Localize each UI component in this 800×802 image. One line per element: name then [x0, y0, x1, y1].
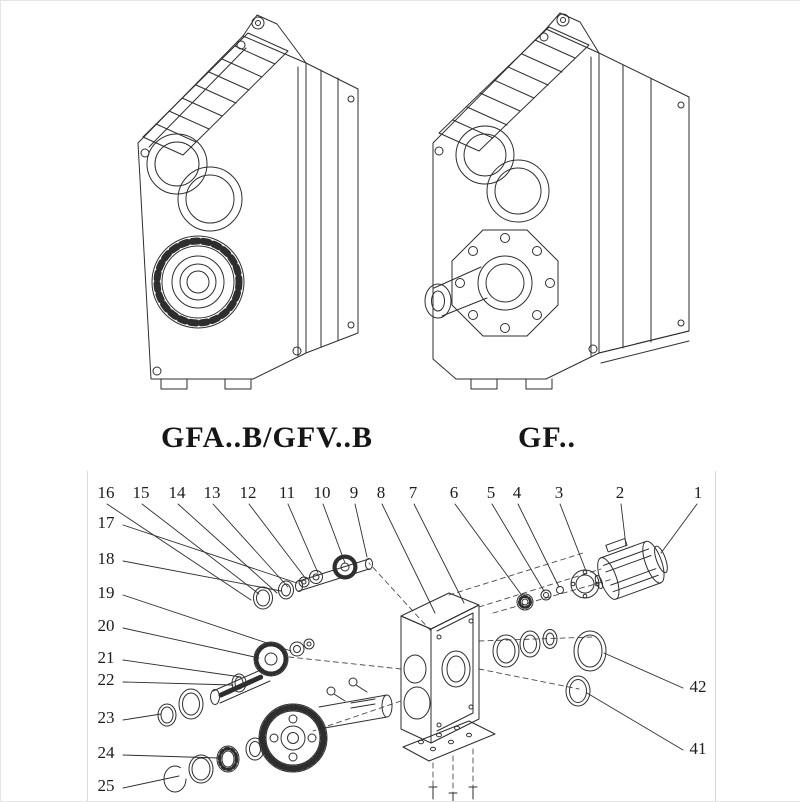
callout-15: 15 [132, 483, 150, 502]
leader-lines [106, 503, 698, 789]
gearbox-right-drawing [424, 12, 690, 390]
callout-8: 8 [376, 483, 386, 502]
model-caption-right: GF.. [518, 421, 576, 454]
callout-5: 5 [486, 483, 496, 502]
output-gear-assembly [163, 694, 393, 793]
callout-25: 25 [97, 776, 115, 795]
callout-19: 19 [97, 583, 115, 602]
callout-9: 9 [349, 483, 359, 502]
callout-20: 20 [97, 616, 115, 635]
callout-41: 41 [689, 739, 707, 758]
motor-drawing [594, 538, 668, 600]
callout-6: 6 [449, 483, 459, 502]
gasket-plate-drawing [402, 720, 496, 801]
bolt-drawings [326, 677, 368, 702]
exploded-view-drawing [106, 503, 698, 801]
page-edge-left [87, 471, 88, 801]
callout-42: 42 [689, 677, 707, 696]
intermediate-gear-assembly [157, 638, 315, 727]
callout-23: 23 [97, 708, 115, 727]
housing-drawing [400, 592, 480, 744]
callout-4: 4 [512, 483, 522, 502]
callout-24: 24 [97, 743, 115, 762]
callout-13: 13 [203, 483, 221, 502]
construction-lines [288, 552, 614, 794]
callout-10: 10 [313, 483, 331, 502]
callout-21: 21 [97, 648, 115, 667]
callout-11: 11 [278, 483, 296, 502]
model-caption-left: GFA..B/GFV..B [161, 421, 373, 454]
callout-18: 18 [97, 549, 115, 568]
page-edge-right [715, 471, 716, 801]
input-pinion-assembly [253, 554, 373, 610]
callout-1: 1 [693, 483, 703, 502]
callout-16: 16 [97, 483, 115, 502]
callout-22: 22 [97, 670, 115, 689]
callout-17: 17 [97, 513, 115, 532]
callout-7: 7 [408, 483, 418, 502]
callout-14: 14 [168, 483, 186, 502]
callout-3: 3 [554, 483, 564, 502]
input-side-assembly [492, 538, 668, 707]
gearbox-left-drawing [137, 14, 359, 390]
callout-2: 2 [615, 483, 625, 502]
callout-12: 12 [239, 483, 257, 502]
